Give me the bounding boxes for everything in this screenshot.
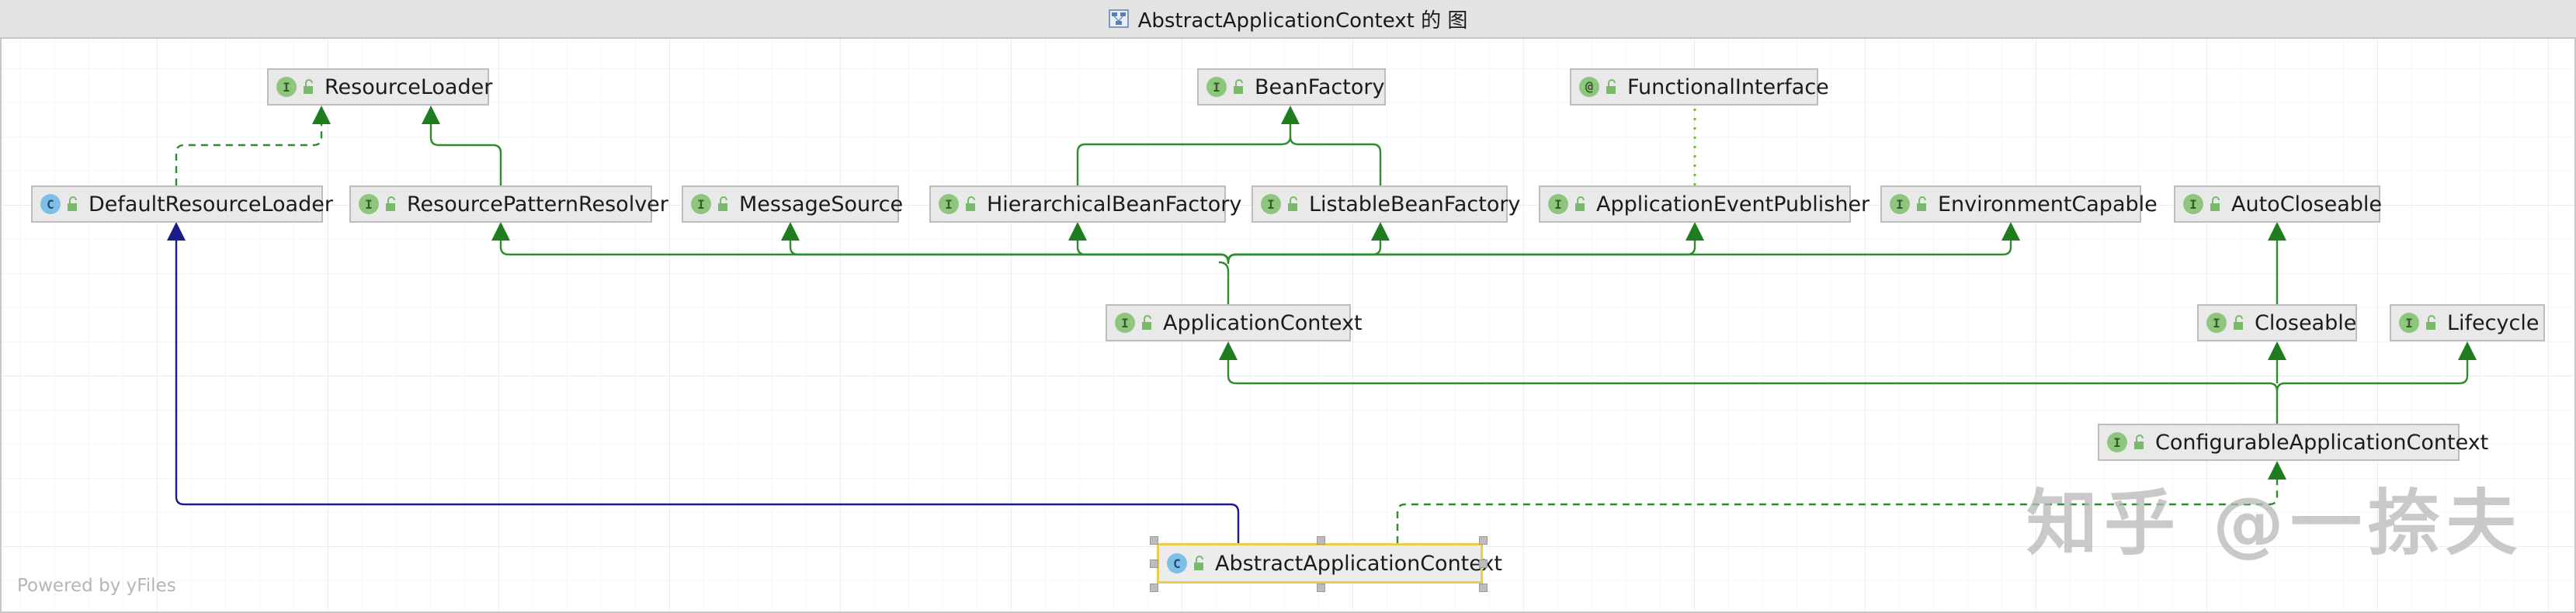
- edge-configurable-to-application-context: [1227, 345, 2279, 424]
- edge-application-context-trunk: [1218, 261, 1230, 304]
- node-label: ConfigurableApplicationContext: [2155, 430, 2489, 455]
- lock-open-icon: [718, 196, 727, 211]
- selection-handle[interactable]: [1479, 536, 1488, 545]
- lock-open-icon: [304, 79, 313, 94]
- node-default-resource-loader[interactable]: C DefaultResourceLoader: [31, 185, 333, 223]
- edge-configurable-to-lifecycle: [2276, 345, 2469, 392]
- interface-icon: I: [2107, 432, 2127, 452]
- selection-handle[interactable]: [1150, 584, 1158, 592]
- annotation-icon: @: [1579, 77, 1599, 97]
- interface-icon: I: [276, 77, 297, 97]
- lock-open-icon: [1234, 79, 1243, 94]
- node-application-event-publisher[interactable]: I ApplicationEventPublisher: [1539, 185, 1870, 223]
- lock-open-icon: [1142, 315, 1151, 330]
- edge-listable-bean-factory-to-bean-factory: [1289, 136, 1382, 185]
- node-listable-bean-factory[interactable]: I ListableBeanFactory: [1252, 185, 1520, 223]
- interface-icon: I: [939, 194, 959, 214]
- interface-icon: I: [691, 194, 711, 214]
- selection-handle[interactable]: [1150, 536, 1158, 545]
- edge-application-context-to-resource-pattern-resolver: [499, 225, 1230, 264]
- interface-icon: I: [2183, 194, 2203, 214]
- lock-open-icon: [1194, 556, 1203, 570]
- node-label: HierarchicalBeanFactory: [987, 192, 1242, 216]
- node-message-source[interactable]: I MessageSource: [682, 185, 903, 223]
- lock-open-icon: [68, 196, 77, 211]
- lock-open-icon: [1575, 196, 1585, 211]
- node-label: BeanFactory: [1255, 74, 1385, 99]
- interface-icon: I: [1548, 194, 1568, 214]
- edge-abstract-to-configurable: [1396, 464, 2279, 543]
- edge-application-context-to-listable-bean-factory: [1227, 225, 1382, 263]
- node-label: EnvironmentCapable: [1938, 192, 2158, 216]
- powered-by-text: Powered by yFiles: [17, 576, 176, 596]
- node-label: AbstractApplicationContext: [1215, 551, 1502, 576]
- lock-open-icon: [2210, 196, 2220, 211]
- node-resource-pattern-resolver[interactable]: I ResourcePatternResolver: [349, 185, 668, 223]
- selection-handle[interactable]: [1317, 584, 1325, 592]
- node-label: MessageSource: [739, 192, 904, 216]
- node-configurable-application-context[interactable]: I ConfigurableApplicationContext: [2098, 424, 2488, 461]
- lock-open-icon: [1606, 79, 1616, 94]
- node-auto-closeable[interactable]: I AutoCloseable: [2174, 185, 2382, 223]
- node-label: Closeable: [2255, 310, 2357, 335]
- node-label: Lifecycle: [2447, 310, 2540, 335]
- interface-icon: I: [359, 194, 379, 214]
- edge-resource-pattern-resolver-to-resource-loader: [429, 109, 502, 185]
- node-label: ApplicationContext: [1163, 310, 1363, 335]
- node-application-context[interactable]: I ApplicationContext: [1106, 304, 1363, 341]
- node-resource-loader[interactable]: I ResourceLoader: [267, 68, 492, 106]
- node-environment-capable[interactable]: I EnvironmentCapable: [1880, 185, 2158, 223]
- edge-application-context-to-environment-capable: [1227, 225, 2012, 263]
- interface-icon: I: [1115, 313, 1135, 333]
- window-title: AbstractApplicationContext 的 图: [1137, 9, 1468, 33]
- selection-handle[interactable]: [1317, 536, 1325, 545]
- node-label: ApplicationEventPublisher: [1596, 192, 1870, 216]
- diagram-icon: [1108, 9, 1129, 28]
- edge-hierarchical-bean-factory-to-bean-factory: [1076, 109, 1292, 185]
- node-label: DefaultResourceLoader: [89, 192, 333, 216]
- class-icon: C: [40, 194, 61, 214]
- lock-open-icon: [1917, 196, 1926, 211]
- node-label: AutoCloseable: [2231, 192, 2383, 216]
- edge-default-resource-loader-to-resource-loader: [175, 109, 323, 185]
- node-label: ResourcePatternResolver: [407, 192, 668, 216]
- node-label: FunctionalInterface: [1627, 74, 1829, 99]
- watermark-text: 知乎 @一捺夫: [2026, 482, 2524, 565]
- node-lifecycle[interactable]: I Lifecycle: [2390, 304, 2545, 341]
- node-label: ListableBeanFactory: [1309, 192, 1521, 216]
- lock-open-icon: [2134, 435, 2144, 449]
- node-label: ResourceLoader: [325, 74, 493, 99]
- interface-icon: I: [1206, 77, 1227, 97]
- edge-application-context-to-message-source: [789, 225, 1230, 263]
- interface-icon: I: [2206, 313, 2227, 333]
- node-closeable[interactable]: I Closeable: [2197, 304, 2357, 341]
- edge-abstract-to-default-resource-loader: [175, 225, 1240, 543]
- selection-handle[interactable]: [1479, 559, 1488, 568]
- lock-open-icon: [2234, 315, 2243, 330]
- lock-open-icon: [2426, 315, 2435, 330]
- node-hierarchical-bean-factory[interactable]: I HierarchicalBeanFactory: [929, 185, 1241, 223]
- lock-open-icon: [1288, 196, 1297, 211]
- node-functional-interface[interactable]: @ FunctionalInterface: [1570, 68, 1829, 106]
- node-bean-factory[interactable]: I BeanFactory: [1197, 68, 1386, 106]
- interface-icon: I: [1261, 194, 1281, 214]
- selection-handle[interactable]: [1479, 584, 1488, 592]
- interface-icon: I: [1890, 194, 1910, 214]
- selection-handle[interactable]: [1150, 559, 1158, 568]
- edge-application-context-to-application-event-publisher: [1227, 225, 1696, 263]
- window-title-bar: AbstractApplicationContext 的 图: [0, 0, 2576, 39]
- lock-open-icon: [966, 196, 975, 211]
- interface-icon: I: [2399, 313, 2419, 333]
- node-abstract-application-context[interactable]: C AbstractApplicationContext: [1157, 543, 1502, 584]
- edge-application-context-to-hierarchical-bean-factory: [1076, 225, 1230, 263]
- lock-open-icon: [386, 196, 395, 211]
- class-icon: C: [1167, 553, 1187, 573]
